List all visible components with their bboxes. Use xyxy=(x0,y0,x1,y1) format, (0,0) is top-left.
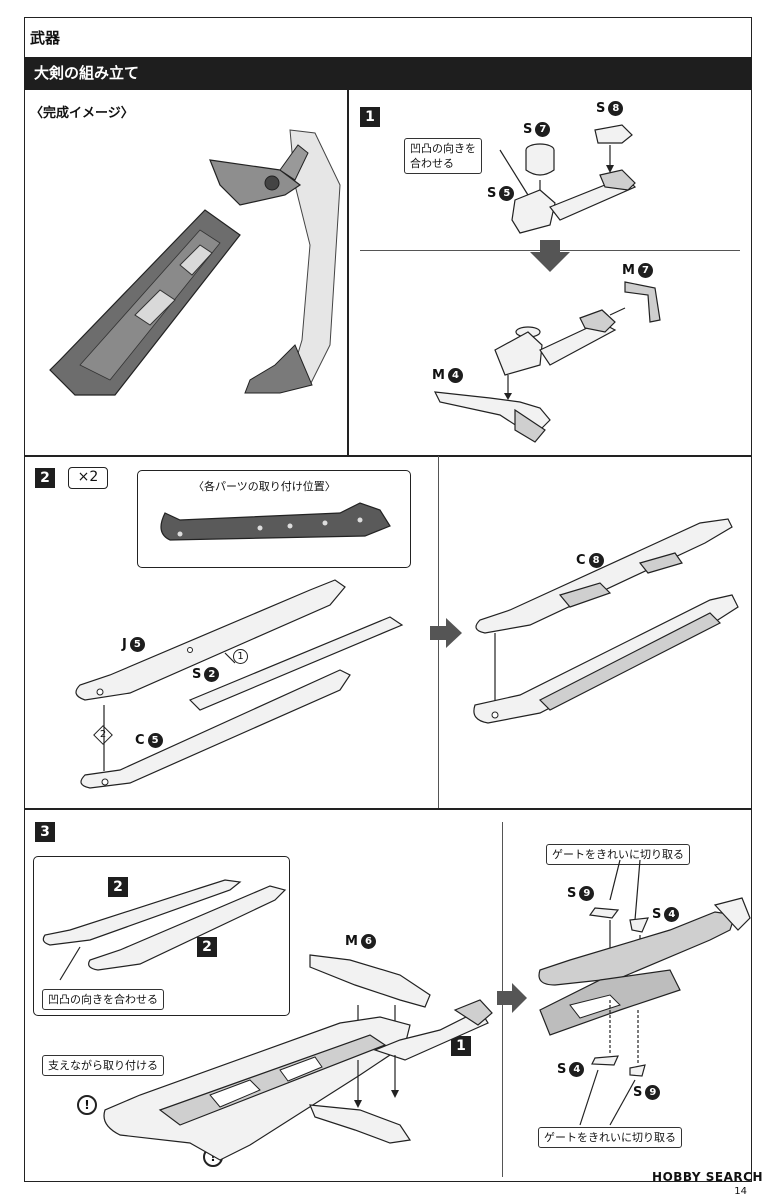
step3-inset-blades xyxy=(42,879,287,981)
row1-bottom-border xyxy=(24,455,752,457)
step1-parts-top xyxy=(499,124,637,234)
brand-watermark: HOBBY SEARCH xyxy=(652,1170,763,1184)
step3-sub-badge-a: 2 xyxy=(108,877,128,897)
step2-inset-box xyxy=(137,470,411,568)
warning-icon-left: ! xyxy=(77,1095,97,1115)
step3-parts-left xyxy=(103,954,493,1161)
page-frame xyxy=(24,17,752,1182)
step1-badge: 1 xyxy=(360,107,380,127)
row2-bottom-border xyxy=(24,808,752,810)
step3-right-arrow xyxy=(497,983,527,1013)
step1-down-arrow xyxy=(530,240,570,272)
order-mark-1: 1 xyxy=(233,649,248,664)
step2-multiplier: ×2 xyxy=(68,467,108,489)
page-number: 14 xyxy=(734,1186,747,1197)
step1-align-callout: 凹凸の向きを 合わせる xyxy=(404,138,482,174)
complete-sword-image xyxy=(49,129,341,396)
step2-badge: 2 xyxy=(35,468,55,488)
step3-sub-badge-b: 2 xyxy=(197,937,217,957)
step2-parts-left xyxy=(75,579,404,789)
step2-parts-right xyxy=(473,518,739,724)
step3-sub-badge-c: 1 xyxy=(451,1036,471,1056)
step3-gate-callout-top: ゲートをきれいに切り取る xyxy=(546,844,690,865)
step3-inset-box xyxy=(33,856,290,1016)
step3-gate-callout-bottom: ゲートをきれいに切り取る xyxy=(538,1127,682,1148)
subtitle-bar: 大剣の組み立て xyxy=(24,57,752,90)
step3-badge: 3 xyxy=(35,822,55,842)
order-mark-2: 2 xyxy=(95,727,111,743)
step1-parts-bottom xyxy=(433,281,661,443)
step3-align-callout: 凹凸の向きを合わせる xyxy=(42,989,164,1010)
step2-inset-title: 〈各パーツの取り付け位置〉 xyxy=(193,480,336,493)
row1-divider xyxy=(347,90,349,456)
step3-support-callout: 支えながら取り付ける xyxy=(42,1055,164,1076)
step3-parts-right xyxy=(538,859,751,1126)
complete-image-title: 〈完成イメージ〉 xyxy=(30,106,134,121)
step2-right-arrow xyxy=(430,618,462,648)
step2-inset-blade xyxy=(160,502,391,541)
section-title: 武器 xyxy=(30,29,61,47)
